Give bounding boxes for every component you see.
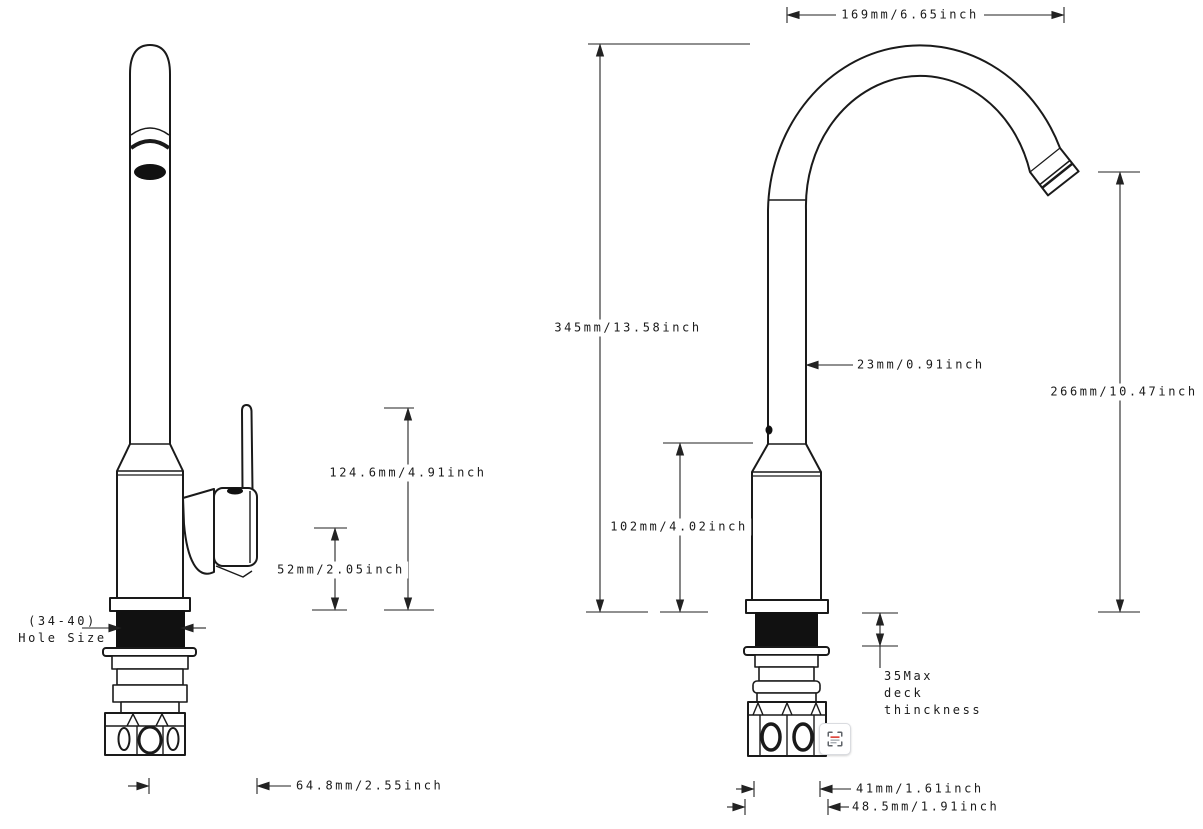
- region-select-icon: [827, 731, 843, 747]
- mounting-plate: [102, 647, 197, 657]
- deck-flange: [109, 597, 191, 612]
- label-spout-reach: 64.8mm/2.55inch: [296, 778, 444, 793]
- label-body-height: 52mm/2.05inch: [274, 561, 408, 579]
- spout-joint-arc: [130, 127, 170, 136]
- hole-size-caption: Hole Size: [18, 631, 107, 645]
- label-hole-size: (34-40) Hole Size: [5, 613, 120, 647]
- dim-spout-reach: [128, 778, 291, 794]
- mounting-plate: [743, 646, 830, 656]
- label-tube-diameter: 23mm/0.91inch: [857, 357, 985, 372]
- valve-housing: [182, 488, 215, 575]
- hose-block: [104, 712, 186, 756]
- deck-flange: [745, 599, 829, 614]
- label-hose-span: 41mm/1.61inch: [856, 781, 984, 796]
- label-spout-height: 266mm/10.47inch: [1047, 383, 1201, 401]
- faucet-side-view: [102, 44, 258, 756]
- side-body-silhouette: [116, 44, 184, 599]
- threaded-shank: [116, 610, 185, 649]
- region-select-button[interactable]: [819, 723, 851, 755]
- set-screw: [765, 425, 773, 435]
- faucet-front-view: [743, 44, 1080, 757]
- hole-size-value: (34-40): [28, 614, 97, 628]
- label-base-span: 48.5mm/1.91inch: [852, 799, 1000, 814]
- dim-deck-thickness: [862, 612, 898, 668]
- label-total-height: 345mm/13.58inch: [551, 319, 705, 337]
- label-handle-top-height: 124.6mm/4.91inch: [326, 464, 490, 482]
- handle-lever: [241, 404, 254, 491]
- dim-hose-span: [736, 781, 851, 797]
- aerator-joint-line: [1029, 147, 1061, 173]
- dim-base-span: [727, 799, 849, 815]
- gooseneck-silhouette: [751, 44, 1080, 601]
- label-base-height: 102mm/4.02inch: [607, 518, 751, 536]
- spout-outlet: [134, 164, 166, 180]
- dim-spout-width: [786, 7, 1065, 23]
- dim-body-height: [312, 527, 347, 611]
- dim-handle-top-height: [384, 407, 434, 611]
- handle-pin: [227, 487, 243, 495]
- label-spout-width: 169mm/6.65inch: [841, 7, 979, 22]
- spout-joint-band: [129, 139, 171, 150]
- dim-hole-size-arrows: [82, 623, 206, 633]
- threaded-shank: [755, 612, 818, 648]
- dim-tube-diameter: [805, 360, 853, 370]
